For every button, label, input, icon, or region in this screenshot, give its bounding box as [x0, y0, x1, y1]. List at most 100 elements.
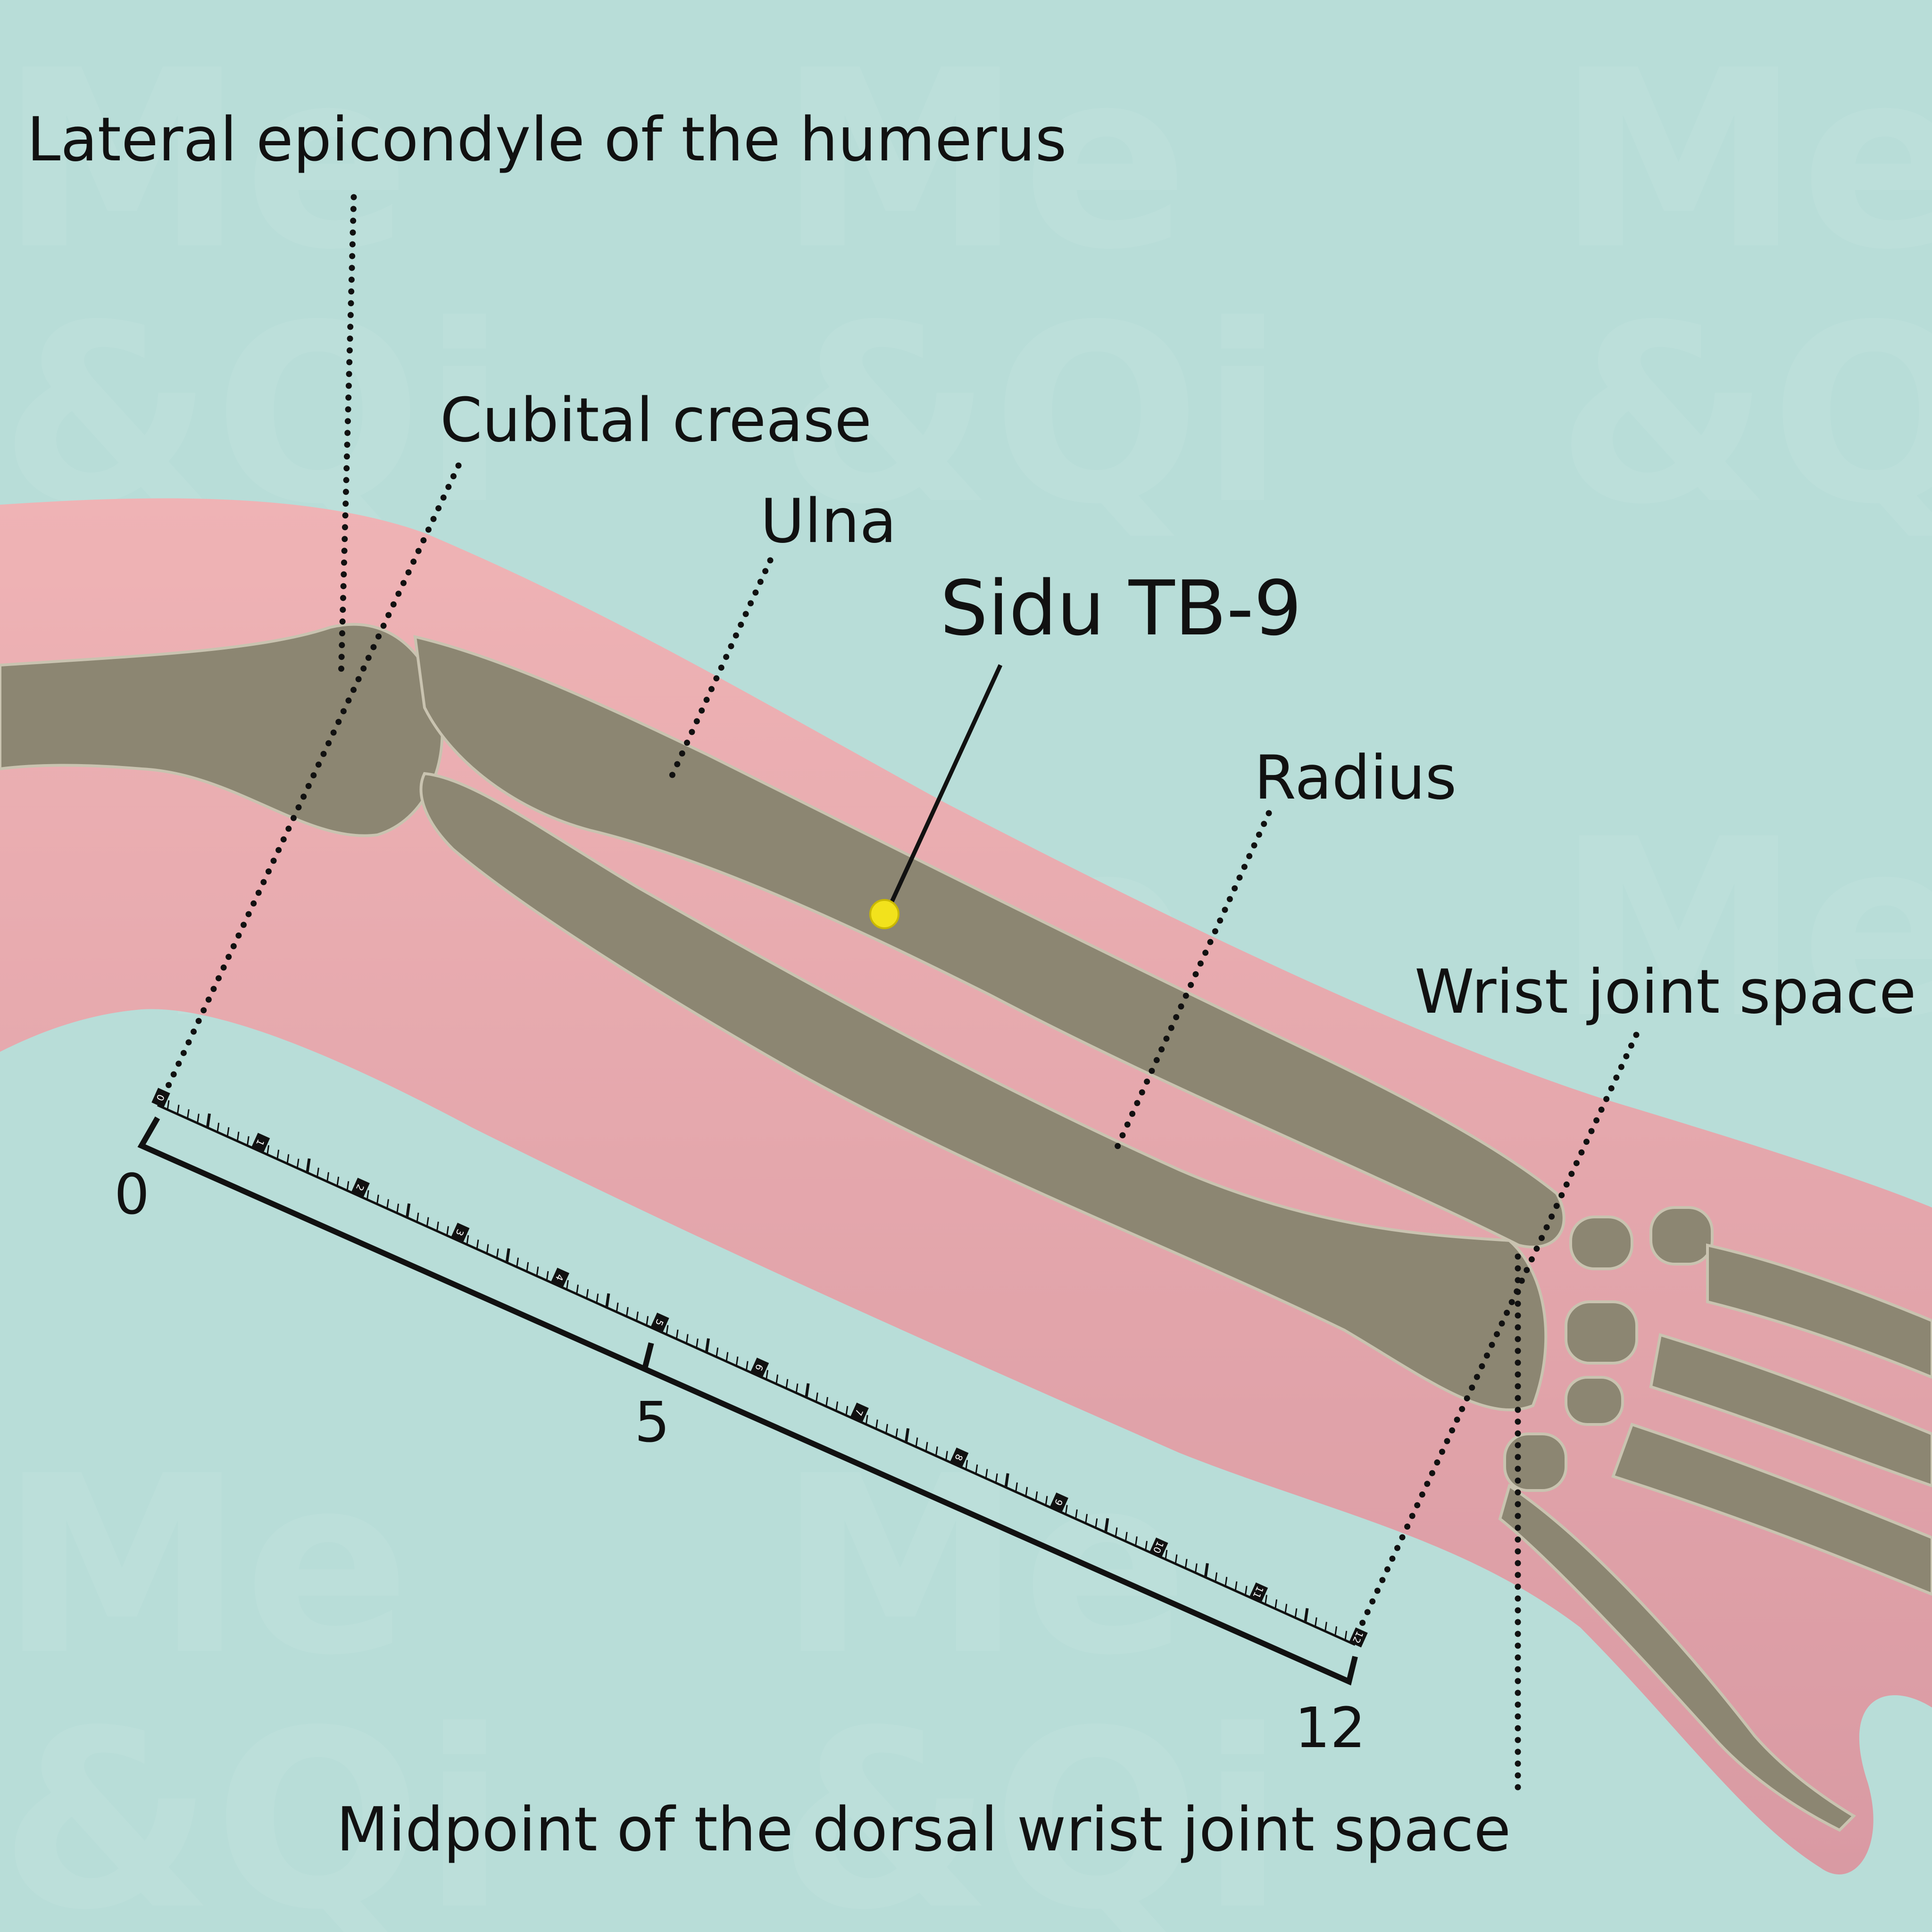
thumb-bone [1498, 1483, 1856, 1832]
ruler-tick [546, 1271, 549, 1281]
leader-lateral-epicondyle [338, 194, 357, 681]
ruler-tick [217, 1123, 220, 1133]
watermark-text: Me [778, 17, 1189, 303]
ruler-tick [396, 1203, 400, 1214]
leader-radius [1112, 810, 1272, 1155]
ruler-tick [1194, 1563, 1198, 1573]
radius-bone [419, 772, 1548, 1411]
ruler-tick [825, 1397, 828, 1407]
metacarpal-bone [1611, 1423, 1932, 1596]
ruler-tick [1174, 1554, 1178, 1564]
ruler-tick [596, 1293, 599, 1303]
ruler-tick [696, 1338, 699, 1349]
ruler-tick [366, 1190, 369, 1200]
ruler-tick [865, 1415, 868, 1425]
ruler-tick [186, 1109, 190, 1119]
leader-cubital-crease [157, 462, 462, 1106]
ruler-unit-box [949, 1447, 969, 1468]
acupoint-marker[interactable] [869, 899, 899, 929]
ruler-tick [1035, 1491, 1038, 1501]
ruler-tick [1104, 1518, 1109, 1533]
ruler-unit-box [650, 1312, 669, 1333]
ruler-tick [1115, 1527, 1118, 1537]
ruler-tick [296, 1158, 300, 1168]
ulna-bone [413, 635, 1566, 1249]
ruler-tick [1204, 1563, 1209, 1578]
ruler-tick [566, 1280, 569, 1290]
ruler-unit-marker: 5 [650, 1312, 669, 1333]
ruler-tick [346, 1181, 350, 1191]
ruler-tick [1215, 1572, 1218, 1582]
ruler-tick [176, 1105, 180, 1115]
ruler-unit-box [550, 1267, 570, 1288]
ruler-tick [945, 1451, 948, 1461]
metacarpal-bone [1706, 1243, 1932, 1379]
ruler-tick [975, 1464, 978, 1474]
watermark-text: Me [1557, 17, 1932, 303]
ruler-tick [405, 1203, 411, 1218]
label-midpoint: Midpoint of the dorsal wrist joint space [336, 1795, 1511, 1865]
ruler-tick [1135, 1536, 1138, 1546]
ruler-tick [1025, 1487, 1028, 1497]
ruler-tick [1095, 1518, 1098, 1528]
ruler-tick [1284, 1604, 1288, 1614]
ruler-unit-marker: 6 [750, 1357, 769, 1378]
ruler-tick [336, 1176, 340, 1186]
ruler-tick [965, 1460, 968, 1470]
ruler-tick [904, 1428, 910, 1443]
watermark-text: Me [1557, 786, 1932, 1072]
ruler-tick [716, 1347, 719, 1357]
watermark-text: Me [778, 1423, 1189, 1709]
ruler-tick [436, 1221, 439, 1232]
ruler-tick [1244, 1586, 1248, 1596]
ruler-tick [985, 1469, 988, 1479]
ruler-tick [1224, 1577, 1228, 1587]
ruler-unit-box [351, 1177, 370, 1198]
ruler-unit-box [1149, 1537, 1168, 1558]
ruler-tick [276, 1149, 280, 1159]
ruler-tick [316, 1167, 319, 1177]
ruler-unit-box [450, 1223, 470, 1243]
watermark-text: &Qi [778, 1678, 1285, 1932]
ruler-unit-box [1049, 1492, 1068, 1513]
ruler-tick [586, 1289, 589, 1299]
ruler-tick [526, 1262, 529, 1272]
ruler-tick [286, 1154, 290, 1164]
ruler-tick [1334, 1626, 1338, 1636]
leader-point [885, 664, 1003, 913]
ruler-tick [1075, 1509, 1078, 1519]
ruler-end-label: 12 [1295, 1695, 1366, 1760]
carpal-bone [1565, 1376, 1624, 1426]
ruler-unit-box [151, 1088, 170, 1108]
ruler-tick [1234, 1581, 1238, 1591]
ruler-tick [1314, 1617, 1317, 1627]
carpal-bone [1569, 1216, 1633, 1270]
ruler-tick [1304, 1608, 1309, 1623]
ruler-tick [476, 1240, 479, 1249]
ruler-tick [496, 1249, 499, 1258]
ruler-tick [785, 1379, 789, 1389]
label-cubital-crease: Cubital crease [440, 385, 872, 456]
ruler-tick [486, 1244, 489, 1254]
label-radius: Radius [1254, 743, 1457, 813]
ruler-tick [1274, 1599, 1278, 1609]
bones [0, 623, 1932, 1832]
ruler-tick [1085, 1514, 1088, 1524]
ruler-tick [845, 1406, 849, 1416]
leader-ulna [668, 557, 774, 780]
ruler-tick [935, 1446, 938, 1456]
ruler-unit-box [1249, 1582, 1268, 1603]
ruler-tick [775, 1374, 779, 1384]
ruler-tick [766, 1370, 768, 1380]
ruler-tick [675, 1329, 679, 1339]
watermark-text: Me [0, 17, 410, 303]
ruler-unit-box [750, 1357, 769, 1378]
ruler-tick [1124, 1532, 1128, 1541]
ruler-tick [306, 1158, 311, 1173]
ruler-tick [576, 1284, 579, 1294]
label-wrist-joint-space: Wrist joint space [1415, 957, 1916, 1027]
ruler-unit-marker: 9 [1049, 1492, 1068, 1513]
ruler-tick [1265, 1595, 1267, 1605]
